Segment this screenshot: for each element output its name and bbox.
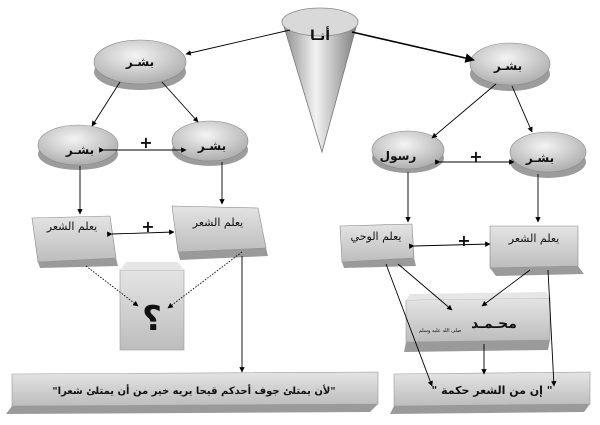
ana-label: أنـا (310, 26, 330, 44)
node-bashar-mid-left-b: بشـر (171, 120, 249, 166)
arrow-ana-to-bashar-right (351, 31, 475, 63)
bashar-top-left-label: بشـر (125, 55, 154, 69)
arrow-lpb-to-question (167, 251, 243, 309)
arrow-ana-to-bashar-left (185, 29, 291, 56)
quote-right-label: " إن من الشعر حكمة " (432, 384, 553, 397)
muhammad-salawat: صلى الله عليه وسلم (419, 328, 462, 334)
arrow-bl-to-mlb (161, 81, 199, 123)
question-label: ؟ (142, 299, 162, 339)
arrow-poetry-to-muhammad (481, 269, 531, 307)
node-muhammad: محـمـد صلى الله عليه وسلم (404, 292, 551, 352)
node-quote-right: " إن من الشعر حكمة " (390, 371, 591, 414)
rasool-label: رسول (380, 149, 417, 164)
node-bashar-mid-right: بشـر (509, 131, 587, 178)
learn-poetry-left-a-label: يعلم الشعر (46, 220, 97, 233)
node-learn-poetry-right: يعلم الشعر (489, 225, 584, 276)
node-bashar-top-left: بشـر (93, 39, 187, 90)
plus-left-top: + (139, 133, 152, 152)
node-learn-poetry-left-a: يعلم الشعر (31, 215, 118, 268)
arrow-poetry-right-to-quote-right (547, 269, 557, 387)
learn-poetry-left-b-label: يعلم الشعر (192, 216, 243, 229)
arrow-br-to-mbr (511, 85, 533, 133)
node-bashar-mid-left-a: بشـر (37, 124, 119, 170)
plus-right-bottom: + (457, 231, 470, 250)
bashar-mid-right-label: بشـر (525, 151, 554, 165)
plus-left-bottom: + (141, 217, 154, 236)
node-bashar-top-right: بشـر (469, 42, 551, 91)
arrow-revelation-to-muhammad (397, 263, 453, 311)
arrow-revelation-poetry (409, 241, 491, 249)
learn-poetry-right-label: يعلم الشعر (508, 232, 559, 245)
arrow-revelation-to-quote-right (385, 263, 433, 387)
learn-revelation-label: يعلم الوحي (351, 230, 402, 243)
plus-right-top: + (469, 147, 482, 166)
node-quote-left: "لأن يمتلئ جوف أحدكم قيحا يريه خير من أن… (6, 371, 379, 414)
muhammad-label: محـمـد (471, 316, 517, 332)
ana-cone: أنـا (281, 7, 359, 154)
bashar-mid-left-b-label: بشـر (197, 139, 226, 153)
node-learn-revelation: يعلم الوحي (339, 223, 416, 268)
connectors (77, 29, 557, 387)
node-rasool: رسول (371, 130, 445, 173)
plus-signs: + + + + (139, 133, 482, 250)
arrow-br-to-rasool (431, 83, 497, 139)
arrow-lpa-to-question (85, 265, 139, 307)
bashar-top-right-label: بشـر (493, 59, 522, 73)
node-question: ؟ (119, 262, 185, 351)
node-learn-poetry-left-b: يعلم الشعر (171, 205, 268, 260)
arrow-bl-to-mla (91, 81, 121, 127)
arrow-lpa-lpb (107, 229, 175, 237)
quote-left-label: "لأن يمتلئ جوف أحدكم قيحا يريه خير من أن… (52, 384, 335, 397)
bashar-mid-left-a-label: بشـر (65, 143, 94, 157)
